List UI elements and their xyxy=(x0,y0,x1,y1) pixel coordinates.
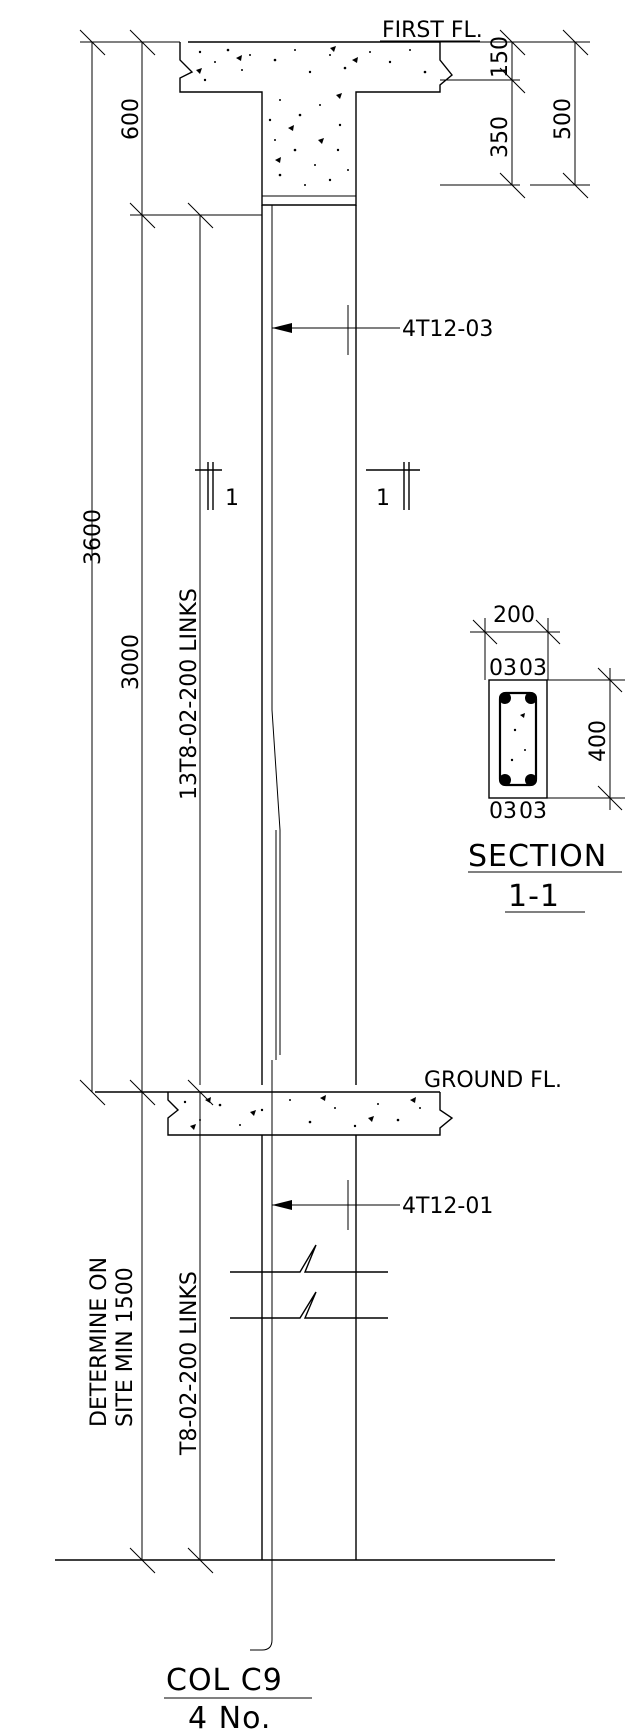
section-mark-left: 1 xyxy=(225,486,239,511)
section-depth: 400 xyxy=(586,720,611,762)
rebar-top-label: 4T12-03 xyxy=(402,317,493,342)
determine-line2: SITE MIN 1500 xyxy=(113,1267,138,1427)
section-title: SECTION xyxy=(468,839,607,874)
column-upper xyxy=(199,205,357,1085)
section-marks: 1 1 xyxy=(195,462,420,511)
determine-line1: DETERMINE ON xyxy=(87,1257,112,1427)
dim-overall: 3600 xyxy=(81,509,106,565)
ground-floor-label: GROUND FL. xyxy=(424,1068,562,1093)
dim-beam-depth: 500 xyxy=(551,98,576,140)
cover-top-right: 03 xyxy=(519,656,547,681)
first-floor-slab: FIRST FL. xyxy=(179,18,483,206)
section-1-1: 200 03 03 03 03 400 SECTION 1-1 xyxy=(468,603,625,914)
ground-floor-slab: GROUND FL. xyxy=(95,1068,562,1136)
right-dimensions: 150 350 500 xyxy=(440,29,590,199)
column-lower xyxy=(55,1060,555,1651)
section-mark-right: 1 xyxy=(376,486,390,511)
dim-clear: 3000 xyxy=(119,634,144,690)
column-title-text: COL C9 xyxy=(166,1663,283,1698)
callout-4t12-01: 4T12-01 xyxy=(272,1180,493,1230)
dim-slab: 150 xyxy=(488,36,513,78)
dim-beam-zone: 600 xyxy=(119,98,144,140)
column-quantity: 4 No. xyxy=(188,1701,271,1733)
first-floor-label: FIRST FL. xyxy=(382,18,483,43)
callout-4t12-03: 4T12-03 xyxy=(272,305,493,355)
cover-bottom-left: 03 xyxy=(489,799,517,824)
cover-bottom-right: 03 xyxy=(519,799,547,824)
concrete-hatch-ground xyxy=(183,1095,421,1130)
left-dimensions: 3600 600 3000 13T8-02-200 LINKS T8-02-20… xyxy=(79,29,262,1574)
dim-drop: 350 xyxy=(488,116,513,158)
rebar-bottom-label: 4T12-01 xyxy=(402,1194,493,1219)
cover-top-left: 03 xyxy=(489,656,517,681)
section-subtitle: 1-1 xyxy=(508,879,560,914)
links-lower-label: T8-02-200 LINKS xyxy=(177,1271,202,1456)
concrete-hatch xyxy=(196,46,427,186)
section-width: 200 xyxy=(493,603,535,628)
column-title: COL C9 4 No. xyxy=(164,1663,312,1733)
links-upper-label: 13T8-02-200 LINKS xyxy=(177,588,202,800)
